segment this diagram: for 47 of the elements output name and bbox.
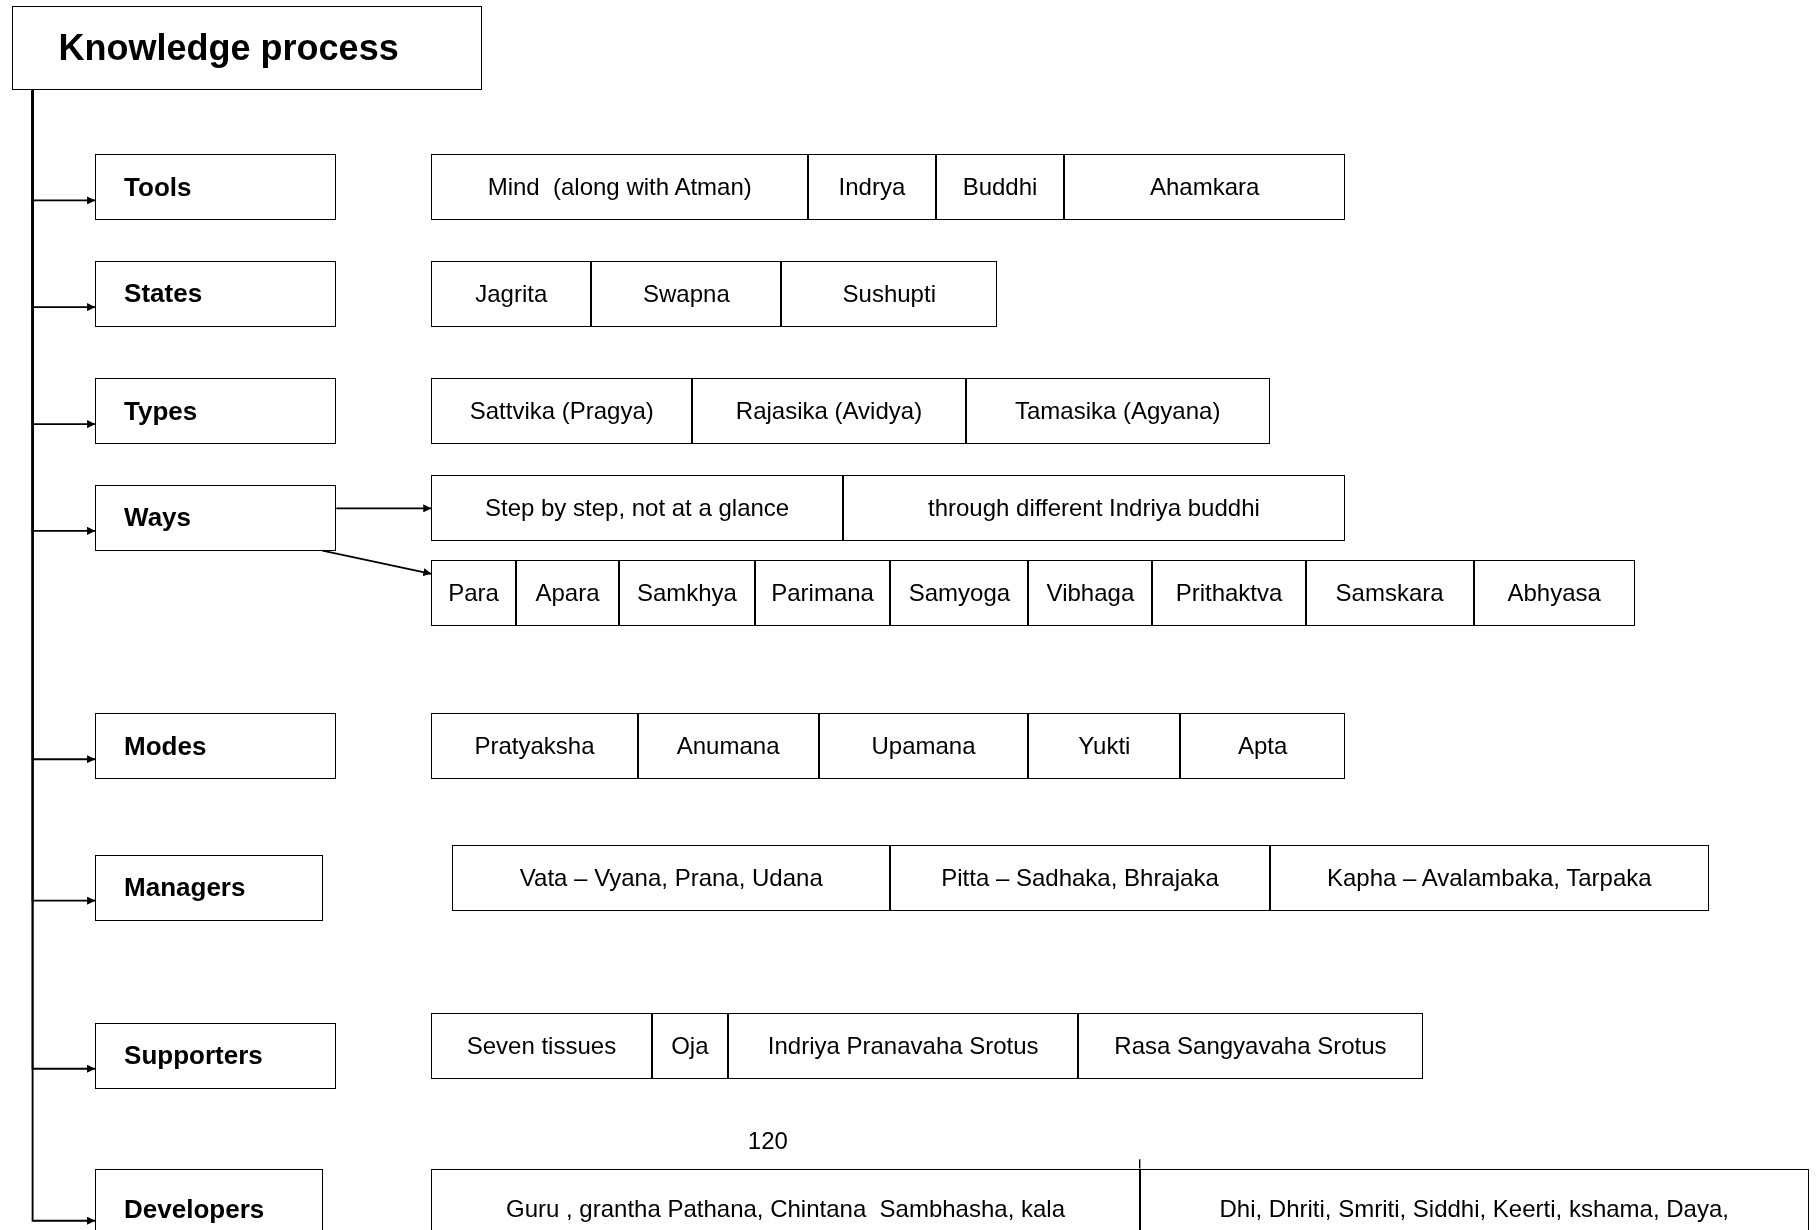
item-cell: Dhi, Dhriti, Smriti, Siddhi, Keerti, kshama, Daya, (1139, 1168, 1809, 1230)
item-cell: Samyoga (890, 560, 1029, 627)
item-cell: Buddhi (935, 154, 1065, 221)
item-cell: Abhyasa (1473, 560, 1635, 627)
category-box: Managers (95, 854, 324, 921)
item-cell: Pratyaksha (431, 713, 638, 780)
item-cell: Samkhya (619, 560, 755, 627)
item-cell: Apara (515, 560, 620, 627)
item-cell: Apta (1180, 713, 1345, 780)
item-cell: Mind (along with Atman) (431, 154, 809, 221)
item-cell: Guru , grantha Pathana, Chintana Sambhasha, kala (431, 1168, 1140, 1230)
category-box: Supporters (95, 1022, 337, 1089)
item-cell: Sattvika (Pragya) (431, 377, 693, 445)
category-box: States (95, 260, 337, 327)
category-box: Ways (95, 484, 337, 551)
item-cell: Para (431, 560, 516, 627)
item-cell: Vibhaga (1028, 560, 1153, 627)
category-box: Modes (95, 713, 337, 780)
item-cell: Sushupti (781, 260, 998, 327)
category-box: Types (95, 377, 337, 445)
category-box: Developers (95, 1168, 324, 1230)
root-box: Knowledge process (11, 5, 483, 91)
item-cell: Samskara (1305, 560, 1474, 627)
item-cell: Tamasika (Agyana) (965, 377, 1270, 445)
item-cell: Indrya (808, 154, 936, 221)
item-cell: Rasa Sangyavaha Srotus (1078, 1013, 1423, 1080)
item-cell: Indriya Pranavaha Srotus (728, 1013, 1079, 1080)
page-number: 120 (747, 1126, 788, 1155)
category-box: Tools (95, 154, 337, 221)
item-cell: Oja (651, 1013, 729, 1080)
item-cell: Seven tissues (431, 1013, 652, 1080)
arrow (321, 549, 433, 577)
item-cell: Parimana (754, 560, 891, 627)
item-cell: Rajasika (Avidya) (692, 377, 966, 445)
item-cell: Jagrita (431, 260, 592, 327)
item-cell: Kapha – Avalambaka, Tarpaka (1269, 845, 1709, 912)
item-cell: Anumana (637, 713, 819, 780)
item-cell: Step by step, not at a glance (431, 475, 843, 542)
item-cell: Vata – Vyana, Prana, Udana (452, 845, 891, 912)
item-cell: Prithaktva (1152, 560, 1306, 627)
arrow (335, 504, 433, 513)
item-cell: Upamana (818, 713, 1029, 780)
item-cell: Ahamkara (1064, 154, 1345, 221)
item-cell: Pitta – Sadhaka, Bhrajaka (890, 845, 1270, 912)
item-cell: Yukti (1028, 713, 1181, 780)
item-cell: Swapna (591, 260, 782, 327)
item-cell: through different Indriya buddhi (842, 475, 1345, 542)
